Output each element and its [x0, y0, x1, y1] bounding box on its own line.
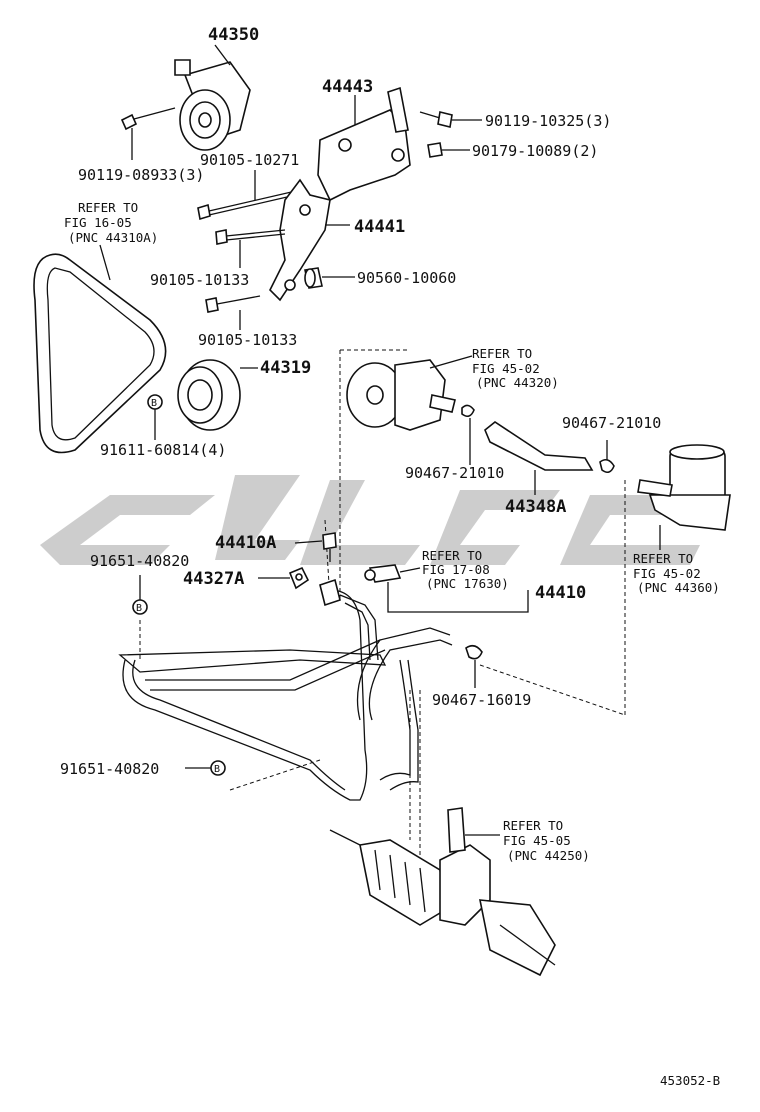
label-90467-21010-a: 90467-21010	[405, 464, 504, 482]
label-90467-21010-b: 90467-21010	[562, 414, 661, 432]
svg-text:FIG 45-02: FIG 45-02	[472, 361, 540, 376]
label-90179-10089: 90179-10089(2)	[472, 142, 598, 160]
bolt-90105-10133-lower	[205, 295, 261, 330]
label-44443: 44443	[322, 77, 373, 97]
svg-text:FIG 45-05: FIG 45-05	[503, 833, 571, 848]
ref-note-gear: REFER TO FIG 45-05 (PNC 44250)	[503, 818, 590, 863]
label-90119-08933: 90119-08933(3)	[78, 166, 204, 184]
marker-b-91611: B	[147, 394, 163, 440]
pressure-hose-assembly-44410	[118, 578, 453, 801]
svg-text:B: B	[214, 764, 220, 775]
clamp-90467-21010-a	[461, 404, 475, 465]
svg-text:(PNC 44310A): (PNC 44310A)	[68, 230, 158, 245]
v-belt	[33, 244, 167, 454]
label-44410: 44410	[535, 583, 586, 603]
svg-text:REFER TO: REFER TO	[503, 818, 563, 833]
label-91651-40820-lower: 91651-40820	[60, 760, 159, 778]
svg-text:REFER TO: REFER TO	[472, 346, 532, 361]
pulley-bracket-44350	[174, 44, 251, 151]
power-steering-pump	[346, 355, 473, 431]
bracket-44443	[317, 86, 411, 202]
svg-text:(PNC 44320): (PNC 44320)	[476, 375, 559, 390]
svg-text:REFER TO: REFER TO	[422, 548, 482, 563]
label-91611-60814: 91611-60814(4)	[100, 441, 226, 459]
svg-text:REFER TO: REFER TO	[633, 551, 693, 566]
bracket-44441	[269, 178, 350, 302]
ref-note-belt: REFER TO FIG 16-05 (PNC 44310A)	[64, 200, 158, 245]
bolt-90105-10271	[197, 170, 301, 221]
label-44327a: 44327A	[183, 569, 244, 589]
label-90105-10133-lower: 90105-10133	[198, 331, 297, 349]
bolt-90119-08933	[120, 107, 176, 160]
bolt-44410a	[294, 532, 337, 562]
svg-text:(PNC 44250): (PNC 44250)	[507, 848, 590, 863]
svg-text:(PNC 17630): (PNC 17630)	[426, 576, 509, 591]
ref-note-pump: REFER TO FIG 45-02 (PNC 44320)	[472, 346, 559, 390]
bolt-90119-10325	[419, 111, 482, 128]
svg-text:FIG 16-05: FIG 16-05	[64, 215, 132, 230]
label-44410a: 44410A	[215, 533, 276, 553]
svg-text:B: B	[151, 398, 157, 409]
svg-text:B: B	[136, 603, 142, 614]
label-44441: 44441	[354, 217, 405, 237]
ref-note-sensor: REFER TO FIG 17-08 (PNC 17630)	[422, 548, 509, 591]
label-44348a: 44348A	[505, 497, 566, 517]
pulley-44319	[177, 359, 258, 431]
label-90105-10271: 90105-10271	[200, 151, 299, 169]
label-90467-16019: 90467-16019	[432, 691, 531, 709]
pressure-sensor	[364, 564, 529, 613]
label-44319: 44319	[260, 358, 311, 378]
ref-note-tank: REFER TO FIG 45-02 (PNC 44360)	[633, 551, 720, 595]
reservoir-tank	[637, 444, 731, 550]
label-90119-10325: 90119-10325(3)	[485, 112, 611, 130]
svg-text:FIG 17-08: FIG 17-08	[422, 562, 490, 577]
label-90105-10133-upper: 90105-10133	[150, 271, 249, 289]
steering-gear-assembly	[329, 807, 556, 977]
nut-90179-10089	[427, 142, 470, 158]
svg-text:REFER TO: REFER TO	[78, 200, 138, 215]
clamp-44327a	[258, 566, 310, 590]
label-91651-40820-upper: 91651-40820	[90, 552, 189, 570]
return-hose-44348a	[484, 421, 594, 495]
label-44350: 44350	[208, 25, 259, 45]
collar-90560-10060	[304, 267, 355, 289]
diagram-id: 453052-B	[660, 1073, 720, 1088]
marker-b-91651-lower: B	[185, 760, 226, 776]
clamp-90467-16019	[465, 644, 483, 688]
clamp-90467-21010-b	[599, 440, 615, 474]
svg-text:FIG 45-02: FIG 45-02	[633, 566, 701, 581]
bolt-90105-10133-upper	[215, 229, 286, 268]
label-90560-10060: 90560-10060	[357, 269, 456, 287]
svg-text:(PNC 44360): (PNC 44360)	[637, 580, 720, 595]
marker-b-91651-upper: B	[132, 575, 148, 615]
